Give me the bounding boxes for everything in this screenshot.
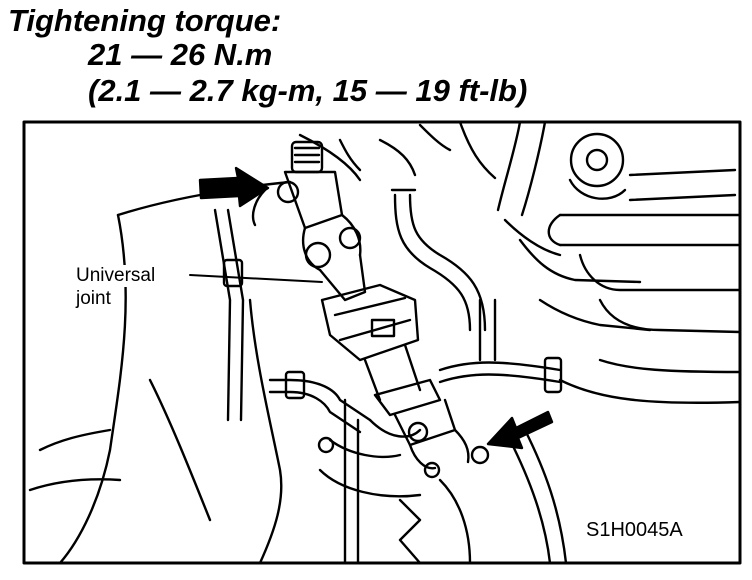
vertical-pipes xyxy=(390,188,568,565)
figure-id: S1H0045A xyxy=(586,519,683,541)
steering-shaft-assembly xyxy=(276,140,490,479)
figure-frame xyxy=(22,120,742,565)
torque-value-alt-units: (2.1 — 2.7 kg-m, 15 — 19 ft-lb) xyxy=(88,73,528,108)
torque-heading: Tightening torque: xyxy=(8,3,282,38)
torque-value-nm: 21 — 26 N.m xyxy=(88,37,273,72)
brake-line-pipe xyxy=(268,356,563,438)
universal-joint-leader-line xyxy=(189,274,323,283)
universal-joint-label-line1: Universal xyxy=(76,265,156,287)
upper-bolt-arrow xyxy=(198,166,270,208)
right-component-cluster xyxy=(547,132,742,404)
lower-structure xyxy=(317,398,472,565)
background-structure xyxy=(28,120,652,565)
lower-bolt-arrow xyxy=(486,410,554,450)
wire-harness xyxy=(213,208,245,422)
universal-joint-label-line2: joint xyxy=(76,288,111,310)
